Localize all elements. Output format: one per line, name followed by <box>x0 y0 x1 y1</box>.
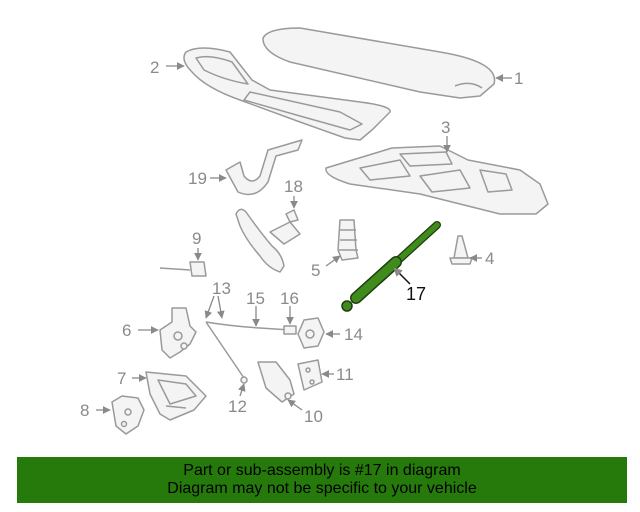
label-part-14: 14 <box>344 325 363 344</box>
leader-10 <box>287 399 303 411</box>
label-part-6: 6 <box>122 321 131 340</box>
label-part-7: 7 <box>117 369 126 388</box>
spoiler-part <box>262 27 496 99</box>
leader-13b <box>216 295 225 319</box>
leader-12 <box>238 383 246 397</box>
label-part-1: 1 <box>514 69 523 88</box>
banner-line-part-info: Part or sub-assembly is #17 in diagram <box>183 462 461 479</box>
label-part-4: 4 <box>485 249 494 268</box>
info-banner: Part or sub-assembly is #17 in diagram D… <box>17 457 627 503</box>
hinge-part <box>235 208 301 273</box>
push-clip-part <box>449 235 473 265</box>
release-cable-part <box>159 261 207 277</box>
mount-plate-part <box>297 359 323 391</box>
label-part-8: 8 <box>80 401 89 420</box>
small-bracket-part <box>111 395 145 435</box>
leader-5 <box>325 255 341 267</box>
parts-diagram: 1 2 3 4 5 6 7 8 9 10 11 12 13 14 15 16 1… <box>80 27 549 435</box>
leader-13a <box>204 295 215 319</box>
rod-part <box>205 321 248 384</box>
bracket-part <box>145 371 207 421</box>
label-part-17: 17 <box>406 284 426 304</box>
hinge-bracket-part <box>225 139 303 196</box>
label-part-10: 10 <box>304 407 323 426</box>
striker-part <box>297 317 325 349</box>
label-part-9: 9 <box>192 229 201 248</box>
cable-clip-part <box>283 325 297 335</box>
label-part-3: 3 <box>441 118 450 137</box>
label-part-5: 5 <box>311 261 320 280</box>
trunk-lid-panel-part <box>325 145 549 215</box>
label-part-19: 19 <box>188 169 207 188</box>
label-part-11: 11 <box>336 365 354 384</box>
banner-line-disclaimer: Diagram may not be specific to your vehi… <box>167 480 477 497</box>
seal-frame-part <box>183 47 391 141</box>
label-part-13: 13 <box>212 279 231 298</box>
label-part-15: 15 <box>246 289 265 308</box>
label-part-12: 12 <box>228 397 247 416</box>
label-part-16: 16 <box>280 289 299 308</box>
latch-part <box>159 307 197 359</box>
leader-17 <box>393 267 411 285</box>
cable-part <box>205 321 291 331</box>
lift-support-strut-highlighted <box>341 221 441 312</box>
label-part-2: 2 <box>150 58 159 77</box>
bumper-stop-part <box>337 219 359 261</box>
actuator-part <box>257 361 295 403</box>
label-part-18: 18 <box>284 177 303 196</box>
